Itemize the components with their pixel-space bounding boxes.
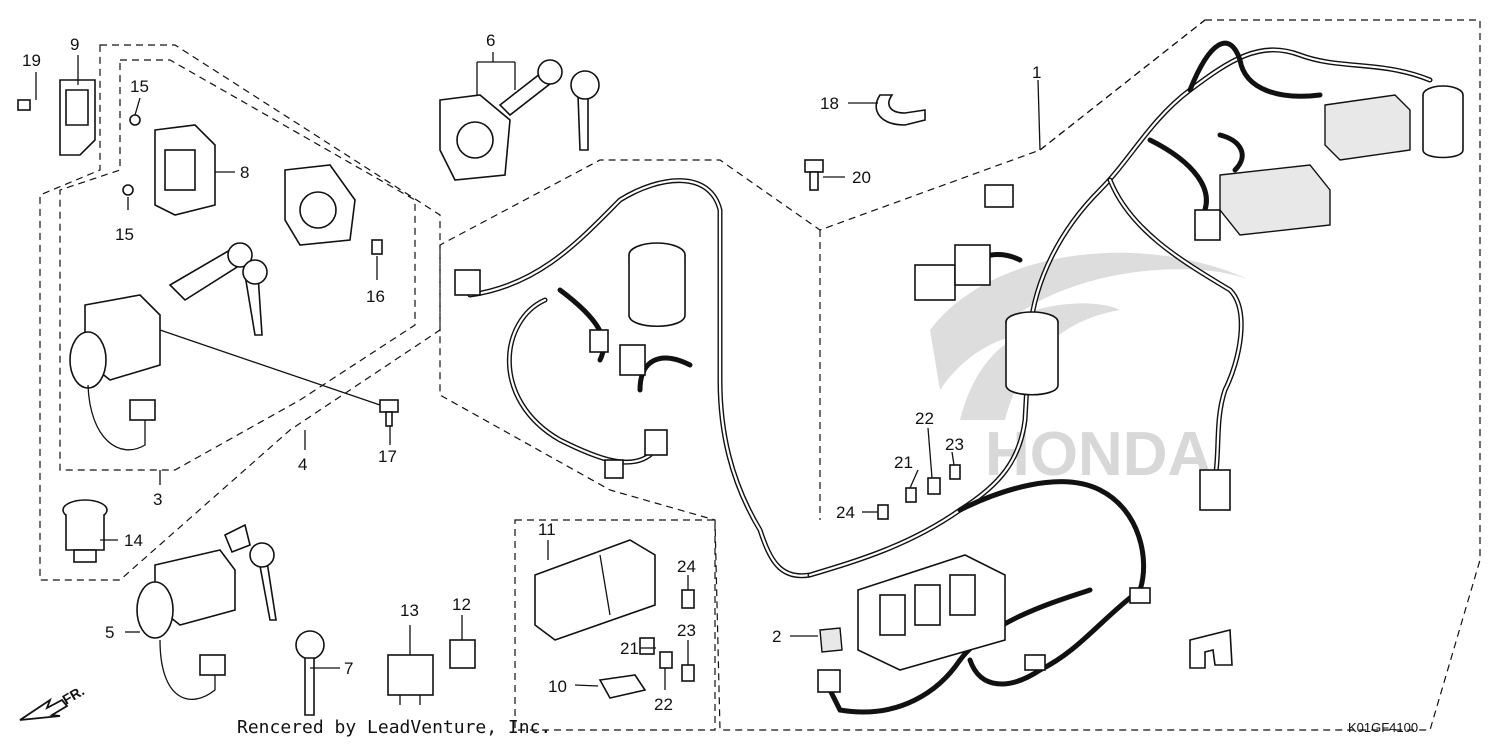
callout-19: 19	[22, 51, 41, 70]
callout-10: 10	[548, 677, 567, 696]
callout-3: 3	[153, 490, 162, 509]
callout-6: 6	[486, 31, 495, 50]
key-7	[295, 630, 325, 716]
frame-guide	[1039, 19, 1206, 151]
group-11-outline	[514, 519, 716, 731]
callout-22b: 22	[654, 695, 673, 714]
relay-12	[449, 639, 476, 669]
group-1-outline	[439, 19, 1481, 731]
callout-1: 1	[1032, 63, 1041, 82]
callout-18: 18	[820, 94, 839, 113]
callout-21b: 21	[620, 639, 639, 658]
callout-23b: 23	[677, 621, 696, 640]
keys-group	[168, 242, 268, 336]
group-3-outline	[59, 59, 416, 471]
front-direction-arrow: FR.	[19, 682, 87, 721]
main-harness-1	[807, 40, 1464, 715]
fuse-box-11	[534, 539, 695, 699]
leader-lines	[35, 52, 1041, 690]
bracket-9	[17, 79, 96, 156]
callout-24b: 24	[677, 557, 696, 576]
relay-2	[819, 627, 843, 653]
callout-11: 11	[538, 520, 556, 539]
bolt-17	[379, 399, 399, 427]
group-4-outline	[39, 44, 441, 581]
callout-21a: 21	[894, 453, 913, 472]
callout-13: 13	[400, 601, 419, 620]
diagram-code: K01GF4100	[1348, 720, 1418, 735]
sub-harness	[454, 178, 813, 579]
relay-13	[387, 654, 434, 705]
callout-20: 20	[852, 168, 871, 187]
callout-4: 4	[298, 455, 307, 474]
callout-12: 12	[452, 595, 471, 614]
switch-body-8	[122, 114, 216, 216]
callout-17: 17	[378, 447, 397, 466]
callout-22a: 22	[915, 409, 934, 428]
lock-set-6	[439, 59, 600, 181]
callout-15a: 15	[130, 77, 149, 96]
honda-watermark-logo: HONDA	[930, 252, 1250, 489]
leader-17	[159, 329, 381, 406]
callout-2: 2	[772, 627, 781, 646]
bolt-20	[804, 159, 824, 191]
callout-8: 8	[240, 163, 249, 182]
callout-24a: 24	[836, 503, 855, 522]
callout-16: 16	[366, 287, 385, 306]
callout-5: 5	[105, 623, 114, 642]
cap-14	[62, 499, 108, 563]
lock-housing	[284, 164, 383, 255]
clamp-18	[875, 94, 926, 126]
callout-7: 7	[344, 659, 353, 678]
callout-labels: 1 2 3 4 5 6 7 8 9 10 11 12 13 14 15 15 1…	[22, 31, 1041, 714]
ignition-switch-3	[69, 294, 161, 451]
callout-23a: 23	[945, 435, 964, 454]
callout-14: 14	[124, 531, 143, 550]
honda-watermark-text: HONDA	[985, 420, 1212, 489]
switch-assembly-5	[136, 523, 277, 700]
callout-9: 9	[70, 35, 79, 54]
callout-15b: 15	[115, 225, 134, 244]
render-credit: Rencered by LeadVenture, Inc.	[237, 717, 551, 738]
